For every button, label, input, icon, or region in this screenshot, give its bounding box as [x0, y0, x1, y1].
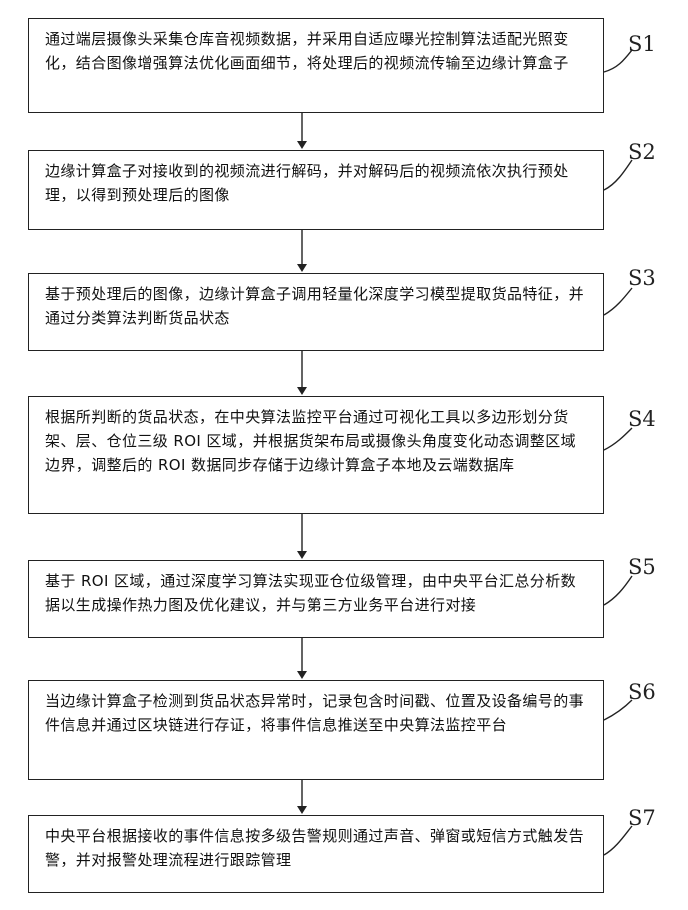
arrowhead-5-6 — [297, 671, 307, 679]
step-box-s7: 中央平台根据接收的事件信息按多级告警规则通过声音、弹窗或短信方式触发告警，并对报… — [28, 815, 604, 893]
step-box-s5: 基于 ROI 区域，通过深度学习算法实现亚仓位级管理，由中央平台汇总分析数据以生… — [28, 560, 604, 638]
step-label-s5: S5 — [628, 555, 656, 579]
step-label-s3: S3 — [628, 266, 656, 290]
step-text-s1: 通过端层摄像头采集仓库音视频数据，并采用自适应曝光控制算法适配光照变化，结合图像… — [45, 30, 569, 72]
step-text-s2: 边缘计算盒子对接收到的视频流进行解码，并对解码后的视频流依次执行预处理，以得到预… — [45, 162, 569, 204]
arrowhead-1-2 — [297, 141, 307, 149]
step-label-s7: S7 — [628, 806, 656, 830]
arrowhead-4-5 — [297, 551, 307, 559]
step-label-s6: S6 — [628, 680, 656, 704]
arrowhead-3-4 — [297, 387, 307, 395]
step-text-s7: 中央平台根据接收的事件信息按多级告警规则通过声音、弹窗或短信方式触发告警，并对报… — [45, 827, 584, 869]
arrowhead-2-3 — [297, 264, 307, 272]
step-label-s2: S2 — [628, 140, 656, 164]
step-box-s3: 基于预处理后的图像，边缘计算盒子调用轻量化深度学习模型提取货品特征，并通过分类算… — [28, 273, 604, 351]
leader-line-s3 — [604, 288, 632, 315]
step-box-s2: 边缘计算盒子对接收到的视频流进行解码，并对解码后的视频流依次执行预处理，以得到预… — [28, 150, 604, 230]
leader-line-s7 — [604, 826, 632, 855]
step-label-s4: S4 — [628, 407, 656, 431]
step-box-s1: 通过端层摄像头采集仓库音视频数据，并采用自适应曝光控制算法适配光照变化，结合图像… — [28, 18, 604, 113]
step-box-s6: 当边缘计算盒子检测到货品状态异常时，记录包含时间戳、位置及设备编号的事件信息并通… — [28, 680, 604, 780]
leader-line-s4 — [604, 428, 632, 450]
step-text-s6: 当边缘计算盒子检测到货品状态异常时，记录包含时间戳、位置及设备编号的事件信息并通… — [45, 692, 584, 734]
step-text-s3: 基于预处理后的图像，边缘计算盒子调用轻量化深度学习模型提取货品特征，并通过分类算… — [45, 285, 584, 327]
leader-line-s5 — [604, 576, 632, 605]
step-box-s4: 根据所判断的货品状态，在中央算法监控平台通过可视化工具以多边形划分货架、层、仓位… — [28, 396, 604, 514]
step-text-s5: 基于 ROI 区域，通过深度学习算法实现亚仓位级管理，由中央平台汇总分析数据以生… — [45, 572, 576, 614]
step-label-s1: S1 — [628, 32, 656, 56]
step-text-s4: 根据所判断的货品状态，在中央算法监控平台通过可视化工具以多边形划分货架、层、仓位… — [45, 408, 576, 474]
leader-line-s2 — [604, 160, 632, 190]
arrowhead-6-7 — [297, 806, 307, 814]
